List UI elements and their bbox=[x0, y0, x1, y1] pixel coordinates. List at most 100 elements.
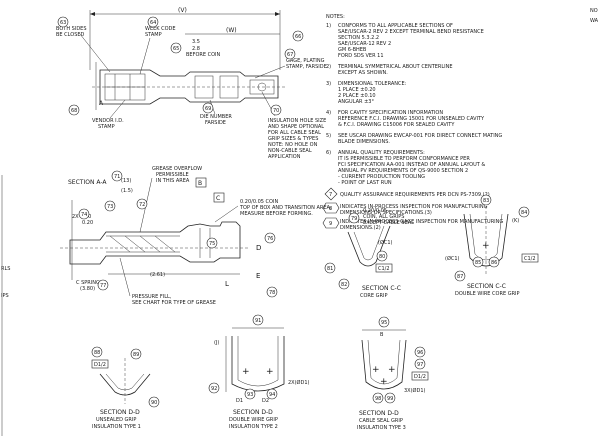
callout-bubble: 71 bbox=[111, 170, 123, 182]
section-cc-core-grip: 0.20/0.05 COIN, ALL GRIPS EXCEPT CABLE S… bbox=[324, 208, 414, 299]
note-line: SAE/USCAR-12 REV 2 bbox=[338, 41, 391, 47]
dd1-line-1: UNSEALED GRIP bbox=[96, 417, 136, 423]
dim-c-spring: C SPRING bbox=[76, 280, 100, 286]
section-dd-type1: D1/2 SECTION D-D UNSEALED GRIP INSULATIO… bbox=[91, 346, 160, 430]
core-grip-subtitle: CORE GRIP bbox=[360, 293, 388, 299]
note-line: FORD SDS VER 11 bbox=[338, 53, 384, 59]
callout-bubble: 74 bbox=[78, 208, 90, 220]
svg-text:69: 69 bbox=[205, 106, 211, 112]
dim-c1-double: (ØC1) bbox=[445, 255, 460, 262]
note-num: 5) bbox=[326, 133, 331, 139]
double-grip-title: SECTION C-C bbox=[467, 283, 506, 290]
svg-text:95: 95 bbox=[381, 320, 387, 326]
note-line: BLADE DIMENSIONS. bbox=[338, 139, 390, 145]
insulation-hole-note: INSULATION HOLE SIZE AND SHAPE OPTIONAL … bbox=[268, 118, 326, 160]
callout-bubble: 64 bbox=[147, 16, 159, 28]
section-cc-double-wire: + (ØC1) (K) C1/2 SECTION C-C DOUBLE WIRE… bbox=[445, 194, 539, 297]
callout-bubble: 98 bbox=[372, 392, 384, 404]
dd2-title: SECTION D-D bbox=[233, 409, 273, 416]
note-line: INDICATES IN-PROCESS GAGE INSPECTION FOR… bbox=[340, 219, 503, 225]
svg-text:68: 68 bbox=[71, 108, 77, 114]
svg-text:B: B bbox=[198, 180, 202, 187]
dd1-line-2: INSULATION TYPE 1 bbox=[92, 424, 141, 430]
dim-v-label: (V) bbox=[178, 7, 187, 14]
svg-text:94: 94 bbox=[269, 392, 275, 398]
callout-bubble: 72 bbox=[136, 198, 148, 210]
pressure-fill-2: SEE CHART FOR TYPE OF GREASE bbox=[132, 300, 216, 306]
svg-text:93: 93 bbox=[247, 392, 253, 398]
callout-bubble: 91 bbox=[252, 314, 264, 326]
svg-text:84: 84 bbox=[521, 210, 527, 216]
label-vendor-id-2: STAMP bbox=[98, 124, 115, 130]
dim-261: (2.61) bbox=[150, 272, 165, 278]
edge-text-ips: IPS bbox=[1, 293, 9, 299]
callout-bubble: 66 bbox=[292, 30, 304, 42]
svg-text:92: 92 bbox=[211, 386, 217, 392]
note-num: 3) bbox=[326, 81, 331, 87]
pressure-fill-1: PRESSURE FILL, bbox=[132, 294, 172, 300]
note-line: DIMENSIONS OR SPECIFICATIONS.(3) bbox=[340, 210, 432, 216]
grease-note-3: IN THIS AREA bbox=[156, 178, 190, 184]
dim-15: (1.5) bbox=[121, 188, 133, 194]
dim-13: (13) bbox=[121, 178, 131, 184]
dim-2x-020: 0.20 bbox=[82, 220, 93, 226]
callout-bubble: 80 bbox=[376, 250, 388, 262]
plus-marker: + bbox=[266, 367, 274, 377]
grease-note-1: GREASE OVERFLOW bbox=[152, 166, 202, 172]
svg-text:77: 77 bbox=[100, 283, 106, 289]
insulation-note-2: AND SHAPE OPTIONAL bbox=[268, 124, 324, 130]
insulation-note-6: NON-CABLE SEAL bbox=[268, 148, 312, 154]
callout-bubble: 87 bbox=[454, 270, 466, 282]
section-aa-title: SECTION A-A bbox=[68, 179, 107, 186]
callout-bubble: 85 bbox=[472, 256, 484, 268]
dimension-letter-e: E bbox=[256, 272, 260, 280]
label-gage-plating-2: STAMP, FARSIDE bbox=[286, 64, 327, 70]
insulation-note-7: APPLICATION bbox=[268, 154, 301, 160]
section-aa: SECTION A-A GREASE OVERFLOW PERMISSIBLE … bbox=[60, 166, 332, 306]
insulation-note-5: NOTE: NO HOLE ON bbox=[268, 142, 318, 148]
svg-text:99: 99 bbox=[387, 396, 393, 402]
svg-text:85: 85 bbox=[475, 260, 481, 266]
callout-bubble: 90 bbox=[148, 396, 160, 408]
dimension-box-c: C bbox=[213, 192, 225, 203]
svg-text:80: 80 bbox=[379, 254, 385, 260]
callout-bubble: 99 bbox=[384, 392, 396, 404]
dim-c1: (ØC1) bbox=[378, 239, 393, 246]
double-grip-inner bbox=[469, 213, 503, 261]
svg-text:73: 73 bbox=[107, 204, 113, 210]
core-note-1: 0.20/0.05 bbox=[363, 208, 387, 214]
insulation-note-4: GRIP SIZES & TYPES bbox=[268, 136, 318, 142]
callout-bubble: 69 bbox=[202, 102, 214, 114]
core-grip-profile bbox=[347, 225, 391, 267]
svg-text:81: 81 bbox=[327, 266, 333, 272]
svg-text:D1/2: D1/2 bbox=[414, 374, 426, 380]
core-grip-title: SECTION C-C bbox=[362, 285, 401, 292]
note-line: REFERENCE F.C.I. DRAWING 15001 FOR UNSEA… bbox=[338, 116, 485, 122]
dd1-title: SECTION D-D bbox=[100, 409, 140, 416]
callout-bubble: 93 bbox=[244, 388, 256, 400]
svg-text:9: 9 bbox=[329, 221, 332, 227]
label-both-sides-1: BOTH SIDES bbox=[56, 26, 87, 32]
svg-text:8: 8 bbox=[329, 206, 332, 212]
note-num: 4) bbox=[326, 110, 331, 116]
dimension-box-d1-half: D1/2 bbox=[91, 359, 109, 369]
insulation-note-3: FOR ALL CABLE SEAL bbox=[268, 130, 321, 136]
dd2-line-2: INSULATION TYPE 2 bbox=[229, 424, 278, 430]
leader-week-code bbox=[139, 37, 151, 75]
insulation-note-1: INSULATION HOLE SIZE bbox=[268, 118, 326, 124]
hexagon-symbol-icon: 8 bbox=[322, 202, 340, 214]
core-note-3: EXCEPT CABLE SEAL bbox=[363, 220, 414, 226]
svg-text:63: 63 bbox=[60, 20, 66, 26]
hexagon-symbol-icon: 9 bbox=[322, 217, 340, 229]
dd3-title: SECTION D-D bbox=[359, 410, 399, 417]
dd2-line-1: DOUBLE WIRE GRIP bbox=[229, 417, 278, 423]
note-line: SEE USCAR DRAWING EWCAP-001 FOR DIRECT C… bbox=[338, 133, 502, 139]
svg-text:76: 76 bbox=[267, 236, 273, 242]
callout-bubble: 86 bbox=[488, 256, 500, 268]
note-num: 2) bbox=[326, 64, 331, 70]
profile-inner-lines bbox=[106, 235, 180, 253]
svg-text:87: 87 bbox=[457, 274, 463, 280]
svg-text:88: 88 bbox=[94, 350, 100, 356]
callout-bubble: 92 bbox=[208, 382, 220, 394]
